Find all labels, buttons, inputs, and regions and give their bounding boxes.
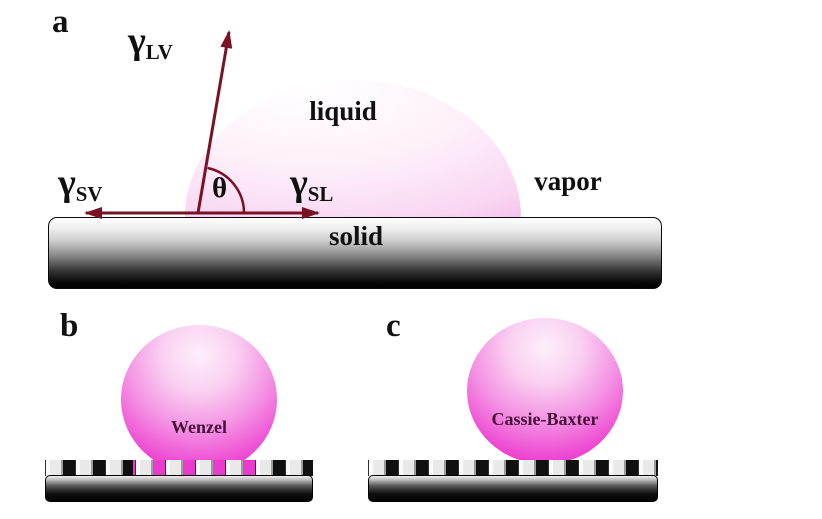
cassie-label: Cassie-Baxter [491, 408, 599, 429]
wenzel-label: Wenzel [171, 417, 227, 438]
panel-c-label: c [386, 308, 401, 344]
gamma-sl-label: γSL [290, 164, 333, 205]
gamma-sl-subscript: SL [307, 181, 334, 206]
panel-b-label: b [60, 308, 79, 344]
solid-label: solid [328, 221, 384, 251]
pillar-row [45, 460, 313, 476]
gamma-sv-symbol: γ [58, 162, 76, 204]
gamma-sv-label: γSV [58, 164, 103, 205]
gamma-lv-label: γLV [128, 22, 173, 63]
pillar-row [368, 460, 658, 476]
rough-surface-wenzel [45, 460, 313, 502]
theta-label: θ [212, 172, 228, 204]
surface-base [45, 475, 313, 502]
gamma-sl-symbol: γ [290, 162, 308, 204]
gamma-lv-subscript: LV [145, 39, 173, 64]
gamma-sv-subscript: SV [75, 181, 103, 206]
liquid-label: liquid [309, 96, 377, 126]
solid-bar [48, 217, 662, 289]
vapor-label: vapor [534, 166, 602, 196]
panel-a-label: a [52, 4, 69, 40]
gamma-lv-symbol: γ [128, 20, 146, 62]
wenzel-droplet: Wenzel [121, 325, 277, 474]
cassie-droplet: Cassie-Baxter [467, 318, 623, 464]
rough-surface-cassie [368, 460, 658, 502]
surface-base [368, 475, 658, 502]
